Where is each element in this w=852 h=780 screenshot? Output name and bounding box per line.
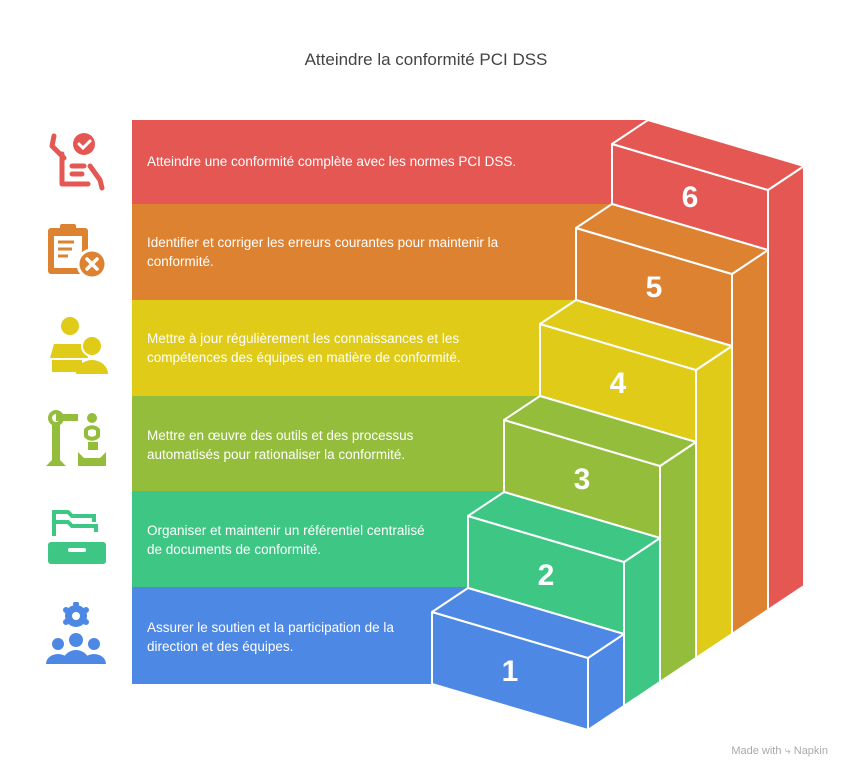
band-step-6 bbox=[132, 120, 648, 204]
training-people-icon bbox=[50, 317, 108, 374]
step-3-number: 3 bbox=[574, 463, 591, 496]
napkin-logo-icon: ⤷ bbox=[784, 745, 791, 757]
step-3-text: Mettre en œuvre des outils et des proces… bbox=[147, 428, 414, 462]
checklist-approval-icon bbox=[49, 133, 105, 191]
napkin-brand: Napkin bbox=[793, 745, 828, 757]
step-4-text: Mettre à jour régulièrement les connaiss… bbox=[147, 331, 461, 365]
step-6-text: Atteindre une conformité complète avec l… bbox=[147, 154, 517, 169]
made-with-napkin: Made with ⤷ Napkin bbox=[731, 745, 828, 758]
step-3-top bbox=[503, 395, 697, 467]
step-5-side bbox=[731, 249, 769, 635]
team-gear-icon bbox=[46, 602, 106, 664]
band-step-2 bbox=[132, 491, 504, 587]
page-title: Atteindre la conformité PCI DSS bbox=[304, 50, 548, 69]
robot-arm-icon bbox=[46, 410, 106, 466]
step-2-number: 2 bbox=[538, 559, 555, 592]
clipboard-error-icon bbox=[48, 224, 108, 280]
band-step-3 bbox=[132, 396, 540, 491]
step-5-number: 5 bbox=[646, 271, 663, 304]
step-6-top bbox=[611, 119, 805, 191]
step-2-top bbox=[467, 491, 661, 563]
step-1-number: 1 bbox=[502, 655, 519, 688]
step-6-number: 6 bbox=[682, 181, 699, 214]
step-4-number: 4 bbox=[610, 367, 627, 400]
step-4-top bbox=[539, 299, 733, 371]
step-2-side bbox=[623, 537, 661, 707]
band-step-1 bbox=[132, 587, 468, 684]
file-drawer-icon bbox=[48, 510, 106, 564]
band-step-4 bbox=[132, 300, 576, 396]
band-step-5 bbox=[132, 204, 612, 300]
made-with-label: Made with bbox=[731, 745, 782, 757]
step-4-side bbox=[695, 345, 733, 659]
step-5-text: Identifier et corriger les erreurs coura… bbox=[147, 235, 499, 269]
step-3-side bbox=[659, 441, 697, 683]
step-1-text: Assurer le soutien et la participation d… bbox=[147, 620, 394, 654]
step-1-top bbox=[431, 587, 625, 659]
step-2-text: Organiser et maintenir un référentiel ce… bbox=[147, 523, 425, 557]
step-6-side bbox=[767, 165, 805, 611]
step-5-top bbox=[575, 203, 769, 275]
